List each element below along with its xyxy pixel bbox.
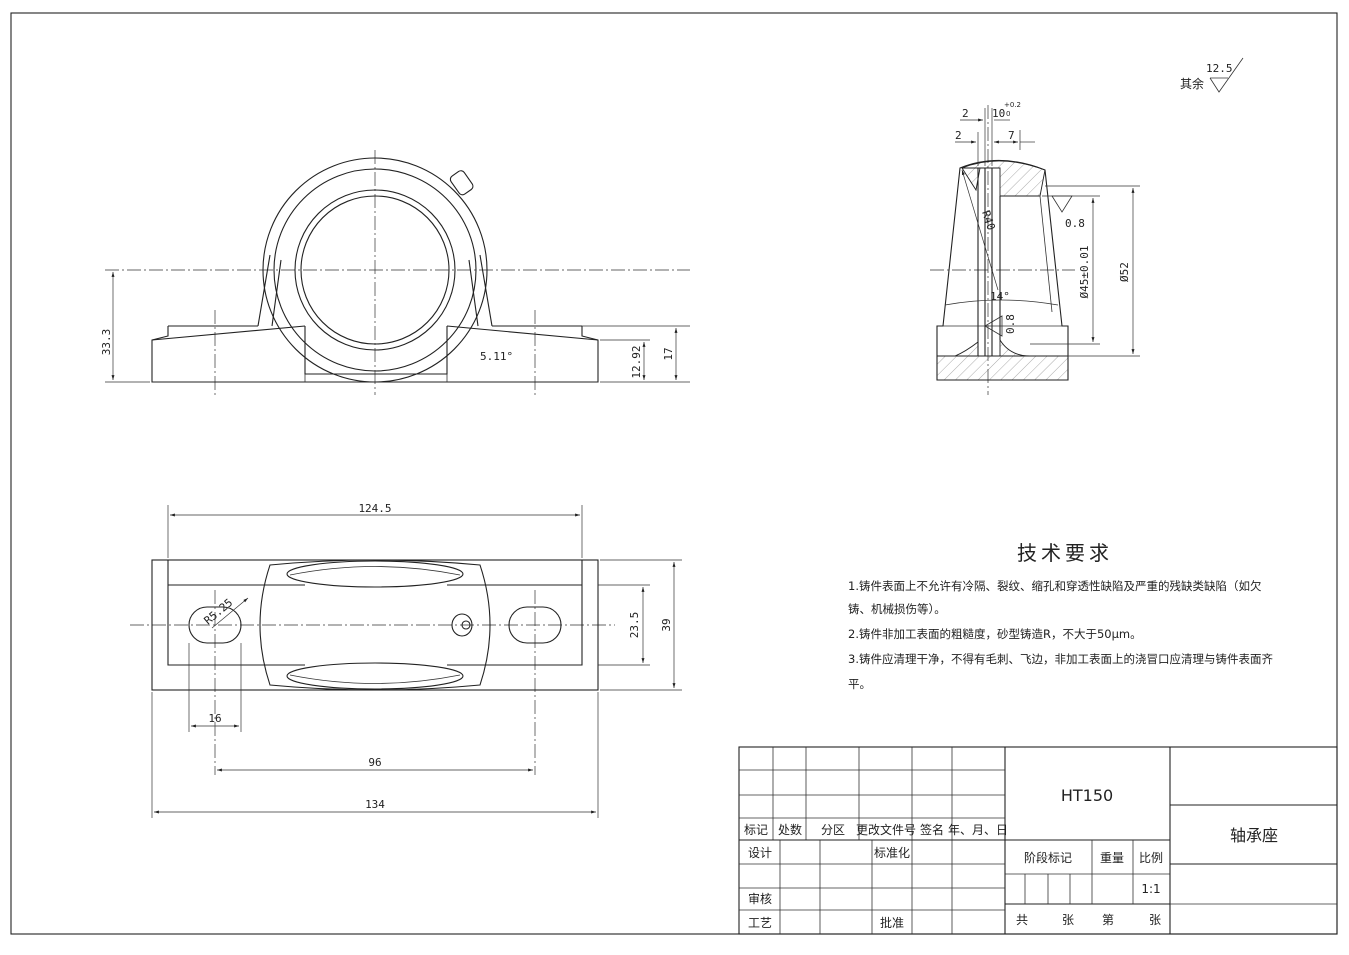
top-view: 124.5 R5.25 23.5 39 16 96 134 [130,502,682,818]
bearing-bore-circle [294,189,456,351]
val-scale: 1:1 [1141,882,1160,896]
dim-sec-tol-lo: 0 [1006,110,1010,118]
dim-sec-bore: Ø45±0.01 [1078,246,1091,299]
dim-outer-39: 39 [660,618,673,631]
dim-sec-10: 10 [992,107,1005,120]
dim-angle-5: 5.11° [480,350,513,363]
lbl-sheet-2: 张 [1149,913,1161,927]
lbl-sheet-1: 张 [1062,913,1074,927]
hdr-doc: 更改文件号 [856,822,916,837]
dim-sec-2b: 2 [955,129,962,142]
lbl-review: 审核 [748,891,772,906]
material-cell: HT150 [1061,786,1113,805]
dim-sec-7: 7 [1008,129,1015,142]
lbl-design: 设计 [748,846,772,860]
technical-notes: 技术要求 1.铸件表面上不允许有冷隔、裂纹、缩孔和穿透性缺陷及严重的残缺类缺陷（… [848,541,1273,691]
hdr-date: 年、月、日 [948,823,1008,837]
note-3b: 平。 [848,677,871,691]
dim-height-33: 33.3 [100,329,113,356]
mount-slot-left [188,606,242,644]
dim-inner-23: 23.5 [628,612,641,639]
roughness-symbol: 其余 12.5 [1180,57,1244,93]
notes-title: 技术要求 [1017,541,1113,565]
dim-total-134: 134 [365,798,385,811]
lbl-standard: 标准化 [874,846,910,860]
section-view: 2 10 +0.2 0 2 7 R40 14° 0.8 0.8 Ø45±0.01… [930,101,1140,395]
note-2: 2.铸件非加工表面的粗糙度，砂型铸造R，不大于50μm。 [848,627,1142,641]
dim-foot-12: 12.92 [630,345,643,378]
hdr-mark: 标记 [744,823,768,837]
note-1: 1.铸件表面上不允许有冷隔、裂纹、缩孔和穿透性缺陷及严重的残缺类缺陷（如欠 [848,579,1262,593]
rough-sec-1: 0.8 [1065,217,1085,230]
part-name-cell: 轴承座 [1230,826,1278,845]
title-block: HT150 轴承座 标记 处数 分区 更改文件号 签名 年、月、日 设计 标准化… [738,746,1338,935]
dim-holes-96: 96 [368,756,381,769]
sheet-border [10,12,1338,935]
lbl-weight: 重量 [1100,851,1124,865]
dim-sec-2a: 2 [962,107,969,120]
mount-slot-right [508,606,562,644]
rough-sec-2: 0.8 [1004,314,1017,334]
lbl-approve: 批准 [880,915,904,930]
housing-body [259,559,491,691]
front-view: 33.3 5.11° 12.92 17 [100,150,690,398]
dim-sec-14: 14° [990,290,1010,303]
lbl-scale: 比例 [1139,851,1163,865]
dim-width-124: 124.5 [358,502,391,515]
hdr-zone: 分区 [821,823,845,837]
dim-total-17: 17 [662,347,675,360]
roughness-value: 12.5 [1206,62,1233,75]
hdr-count: 处数 [778,822,802,837]
dim-sec-r40: R40 [979,209,998,232]
note-3: 3.铸件应清理干净，不得有毛刺、飞边，非加工表面上的浇冒口应清理与铸件表面齐 [848,652,1273,666]
roughness-label: 其余 [1180,76,1204,91]
lbl-total: 共 [1016,913,1028,927]
dim-sec-tol-hi: +0.2 [1004,101,1021,109]
lbl-nth: 第 [1102,913,1114,927]
lbl-process: 工艺 [748,916,772,930]
dim-sec-outer: Ø52 [1118,262,1131,282]
note-1b: 铸、机械损伤等）。 [848,602,946,616]
lbl-stage: 阶段标记 [1024,850,1072,865]
dim-slot-16: 16 [208,712,221,725]
hdr-sign: 签名 [920,822,944,837]
